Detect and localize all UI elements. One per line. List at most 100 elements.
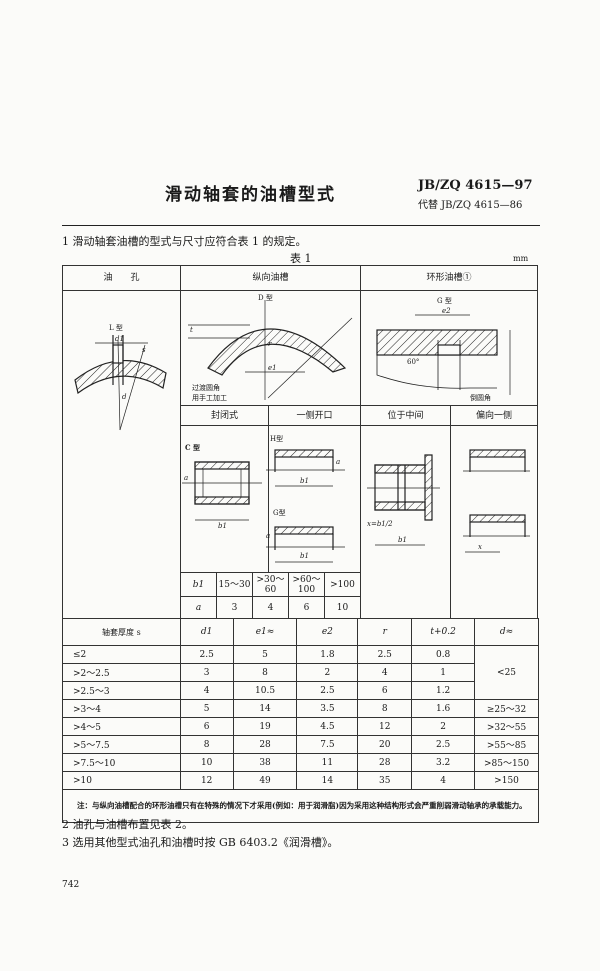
- value-cell: 8: [179, 735, 234, 754]
- value-cell: 2.5: [357, 645, 413, 664]
- value-cell: 5: [232, 645, 298, 664]
- clause-3: 3 选用其他型式油孔和油槽时按 GB 6403.2《润滑槽》。: [62, 836, 339, 849]
- a-label: a: [184, 474, 189, 482]
- value-cell: 1: [411, 663, 476, 682]
- d-value-cell: ≥25～32: [474, 699, 539, 718]
- d-note-2: 用手工加工: [192, 394, 227, 402]
- d-note-1: 过渡圆角: [192, 384, 220, 392]
- header-e1: e1≈: [232, 618, 298, 646]
- d1-label: d1: [115, 335, 124, 343]
- value-cell: 28: [232, 735, 298, 754]
- value-cell: 8: [357, 699, 413, 718]
- thickness-cell: >2～2.5: [62, 663, 181, 682]
- value-cell: 6: [357, 681, 413, 700]
- e1-label: e1: [268, 364, 277, 372]
- table-caption: 表 1: [290, 252, 312, 265]
- value-cell: 4: [411, 771, 476, 790]
- value-cell: 2.5: [179, 645, 234, 664]
- header-d: d≈: [474, 618, 539, 646]
- header-r: r: [357, 618, 413, 646]
- chamfer-label: 倒圆角: [470, 394, 491, 402]
- value-cell: 12: [179, 771, 234, 790]
- value-cell: 10: [179, 753, 234, 772]
- d-label: d: [122, 393, 127, 401]
- value-cell: 14: [296, 771, 359, 790]
- dimension-header-row: 轴套厚度 s d1 e1≈ e2 r t+0.2 d≈: [62, 618, 539, 646]
- x-formula-label: x=b1/2: [367, 520, 393, 528]
- value-cell: 3.5: [296, 699, 359, 718]
- a-label-g: a: [266, 532, 271, 540]
- value-cell: 2.5: [411, 735, 476, 754]
- c-type-label: C 型: [185, 443, 201, 452]
- header-rule: [62, 225, 540, 226]
- t-label: t: [190, 326, 193, 334]
- value-cell: 6: [179, 717, 234, 736]
- value-cell: 3: [179, 663, 234, 682]
- value-cell: 35: [357, 771, 413, 790]
- offset-groove-section: [469, 449, 526, 458]
- d-value-cell: >32～55: [474, 717, 539, 736]
- thickness-cell: >3～4: [62, 699, 181, 718]
- g-type-section: [376, 329, 498, 356]
- header-d1: d1: [179, 618, 234, 646]
- header-t: t+0.2: [411, 618, 476, 646]
- value-cell: 4: [357, 663, 413, 682]
- l-type-section: [74, 359, 167, 395]
- value-cell: 1.2: [411, 681, 476, 700]
- unit-label: mm: [513, 254, 529, 263]
- d-value-cell: >85～150: [474, 753, 539, 772]
- value-cell: 1.6: [411, 699, 476, 718]
- thickness-cell: >5～7.5: [62, 735, 181, 754]
- e2-label: e2: [442, 307, 451, 315]
- value-cell: 4.5: [296, 717, 359, 736]
- thickness-cell: >4～5: [62, 717, 181, 736]
- s-label: s: [142, 346, 146, 354]
- a-label-h: a: [336, 458, 341, 466]
- value-cell: 2: [296, 663, 359, 682]
- value-cell: 19: [232, 717, 298, 736]
- l-type-label: L 型: [109, 324, 123, 332]
- note-row: 注：与纵向油槽配合的环形油槽只有在特殊的情况下才采用(例如：用于润滑脂)因为采用…: [62, 789, 539, 823]
- value-cell: 8: [232, 663, 298, 682]
- value-cell: 20: [357, 735, 413, 754]
- middle-groove-section: [374, 464, 426, 474]
- d-value-cell: >55～85: [474, 735, 539, 754]
- header-e2: e2: [296, 618, 359, 646]
- g-type-open-section: [274, 526, 334, 535]
- x-label: x: [478, 543, 482, 551]
- replaces-standard: 代替 JB/ZQ 4615—86: [418, 200, 523, 211]
- b1-label-mid: b1: [398, 536, 407, 544]
- value-cell: 28: [357, 753, 413, 772]
- r-label: r: [268, 340, 272, 348]
- d-value-cell: >150: [474, 771, 539, 790]
- g-type-open-label: G型: [273, 509, 286, 517]
- b1-label-g: b1: [300, 552, 309, 560]
- thickness-cell: >10: [62, 771, 181, 790]
- clause-2: 2 油孔与油槽布置见表 2。: [62, 818, 193, 831]
- g-type-label: G 型: [437, 297, 452, 305]
- b1-label-h: b1: [300, 477, 309, 485]
- b1-label: b1: [218, 522, 227, 530]
- h-type-section: [274, 449, 334, 458]
- value-cell: 49: [232, 771, 298, 790]
- value-cell: 2.5: [296, 681, 359, 700]
- clause-1: 1 滑动轴套油槽的型式与尺寸应符合表 1 的规定。: [62, 235, 307, 248]
- page-title: 滑动轴套的油槽型式: [165, 185, 336, 205]
- value-cell: 12: [357, 717, 413, 736]
- page-number: 742: [62, 880, 80, 890]
- table-note: 注：与纵向油槽配合的环形油槽只有在特殊的情况下才采用(例如：用于润滑脂)因为采用…: [62, 789, 539, 823]
- thickness-cell: >7.5～10: [62, 753, 181, 772]
- h-type-label: H型: [270, 435, 284, 443]
- value-cell: 38: [232, 753, 298, 772]
- thickness-cell: >2.5～3: [62, 681, 181, 700]
- value-cell: 4: [179, 681, 234, 700]
